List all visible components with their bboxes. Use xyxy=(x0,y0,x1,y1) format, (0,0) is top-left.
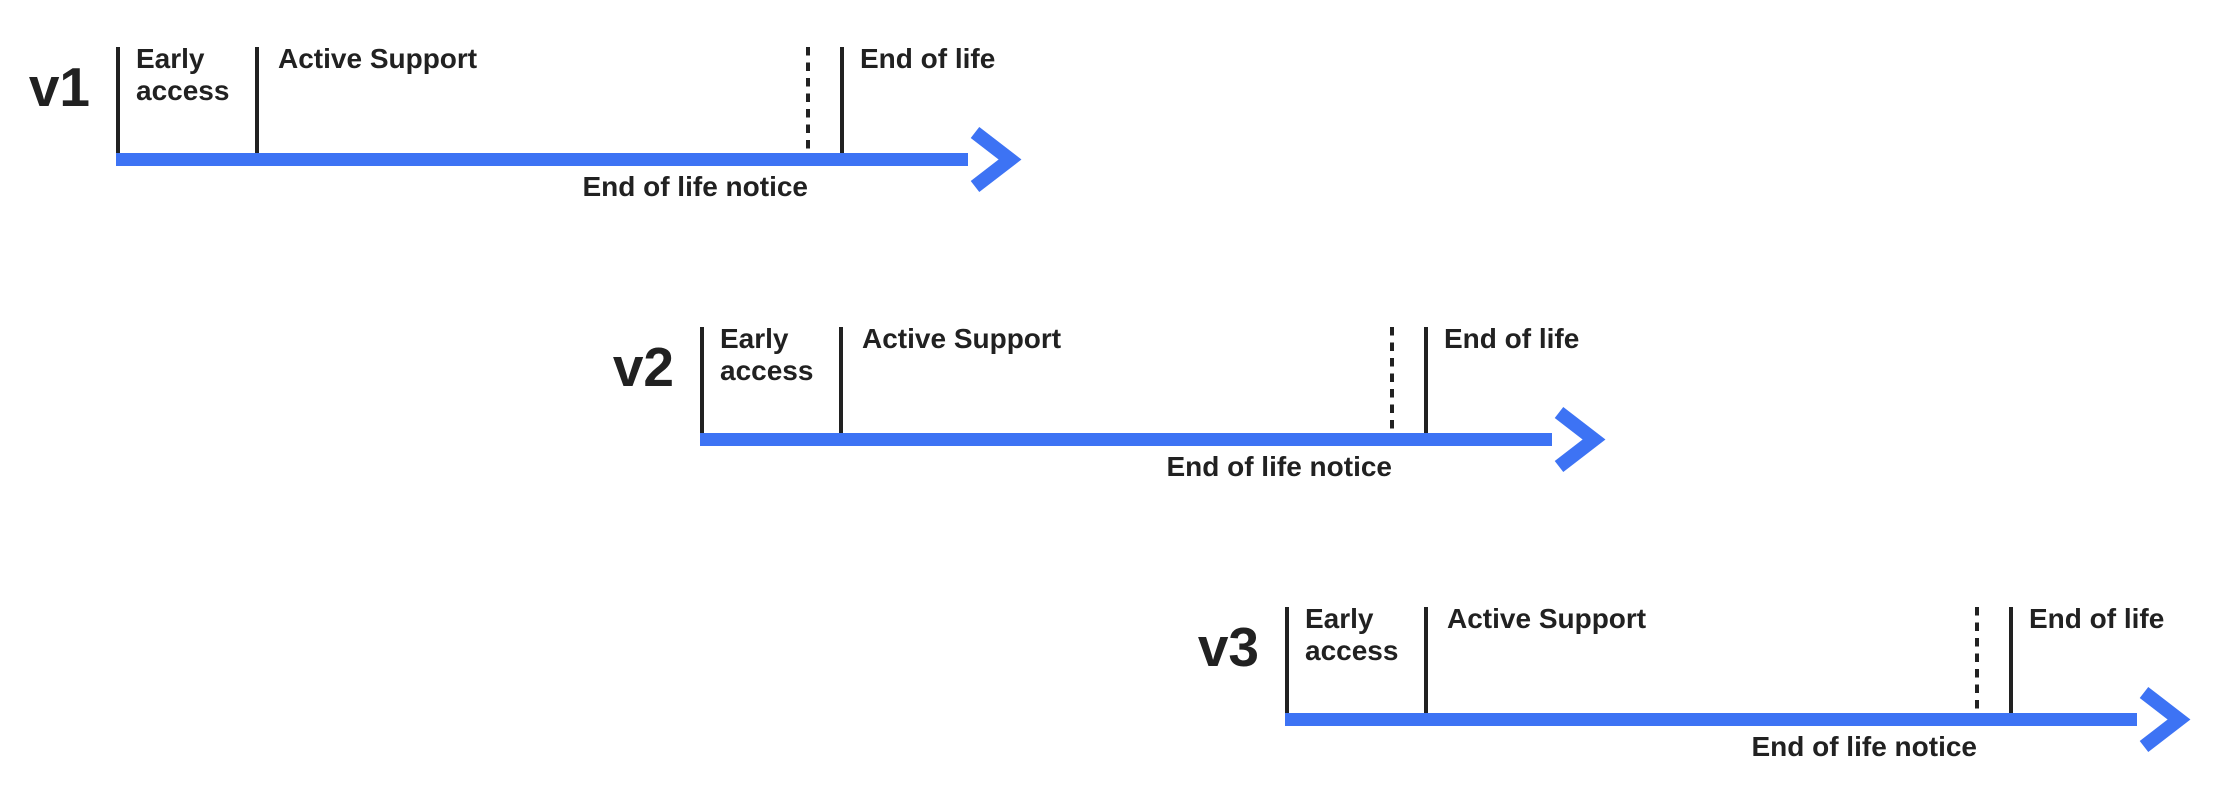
arrow-head-chevron-icon xyxy=(1554,406,1606,473)
active-support-start-tick xyxy=(1424,607,1428,713)
end-of-life-label: End of life xyxy=(1444,323,1580,354)
early-access-label: Early access xyxy=(720,323,814,386)
timeline-arrow xyxy=(1285,686,2191,753)
early-access-label: Early access xyxy=(1305,603,1399,666)
active-support-start-tick xyxy=(255,47,259,153)
version-label: v1 xyxy=(28,56,90,118)
end-of-life-tick xyxy=(1424,327,1428,433)
end-of-life-tick xyxy=(840,47,844,153)
end-of-life-tick xyxy=(2009,607,2013,713)
end-of-life-notice-label: End of life notice xyxy=(582,171,808,202)
end-of-life-label: End of life xyxy=(2029,603,2165,634)
end-of-life-notice-label: End of life notice xyxy=(1166,451,1392,482)
arrow-head-chevron-icon xyxy=(2139,686,2191,753)
arrow-head-chevron-icon xyxy=(970,126,1022,193)
version-label: v3 xyxy=(1197,616,1259,678)
end-of-life-notice-dashed-tick xyxy=(1390,327,1394,433)
version-label: v2 xyxy=(612,336,674,398)
timeline-arrow xyxy=(700,406,1606,473)
end-of-life-notice-label: End of life notice xyxy=(1751,731,1977,762)
active-support-start-tick xyxy=(839,327,843,433)
active-support-label: Active Support xyxy=(278,43,478,74)
early-access-start-tick xyxy=(700,327,704,433)
end-of-life-label: End of life xyxy=(860,43,996,74)
early-access-start-tick xyxy=(1285,607,1289,713)
timeline-arrow xyxy=(116,126,1022,193)
early-access-start-tick xyxy=(116,47,120,153)
early-access-label: Early access xyxy=(136,43,230,106)
arrow-shaft-bar xyxy=(1285,713,2137,726)
version-timeline: v1 Early access Active Support End of li… xyxy=(29,43,1046,247)
version-timeline: v2 Early access Active Support End of li… xyxy=(613,323,1630,527)
active-support-label: Active Support xyxy=(1447,603,1647,634)
active-support-label: Active Support xyxy=(862,323,1062,354)
arrow-shaft-bar xyxy=(116,153,968,166)
arrow-shaft-bar xyxy=(700,433,1552,446)
end-of-life-notice-dashed-tick xyxy=(1975,607,1979,713)
end-of-life-notice-dashed-tick xyxy=(806,47,810,153)
version-timeline: v3 Early access Active Support End of li… xyxy=(1198,603,2215,807)
